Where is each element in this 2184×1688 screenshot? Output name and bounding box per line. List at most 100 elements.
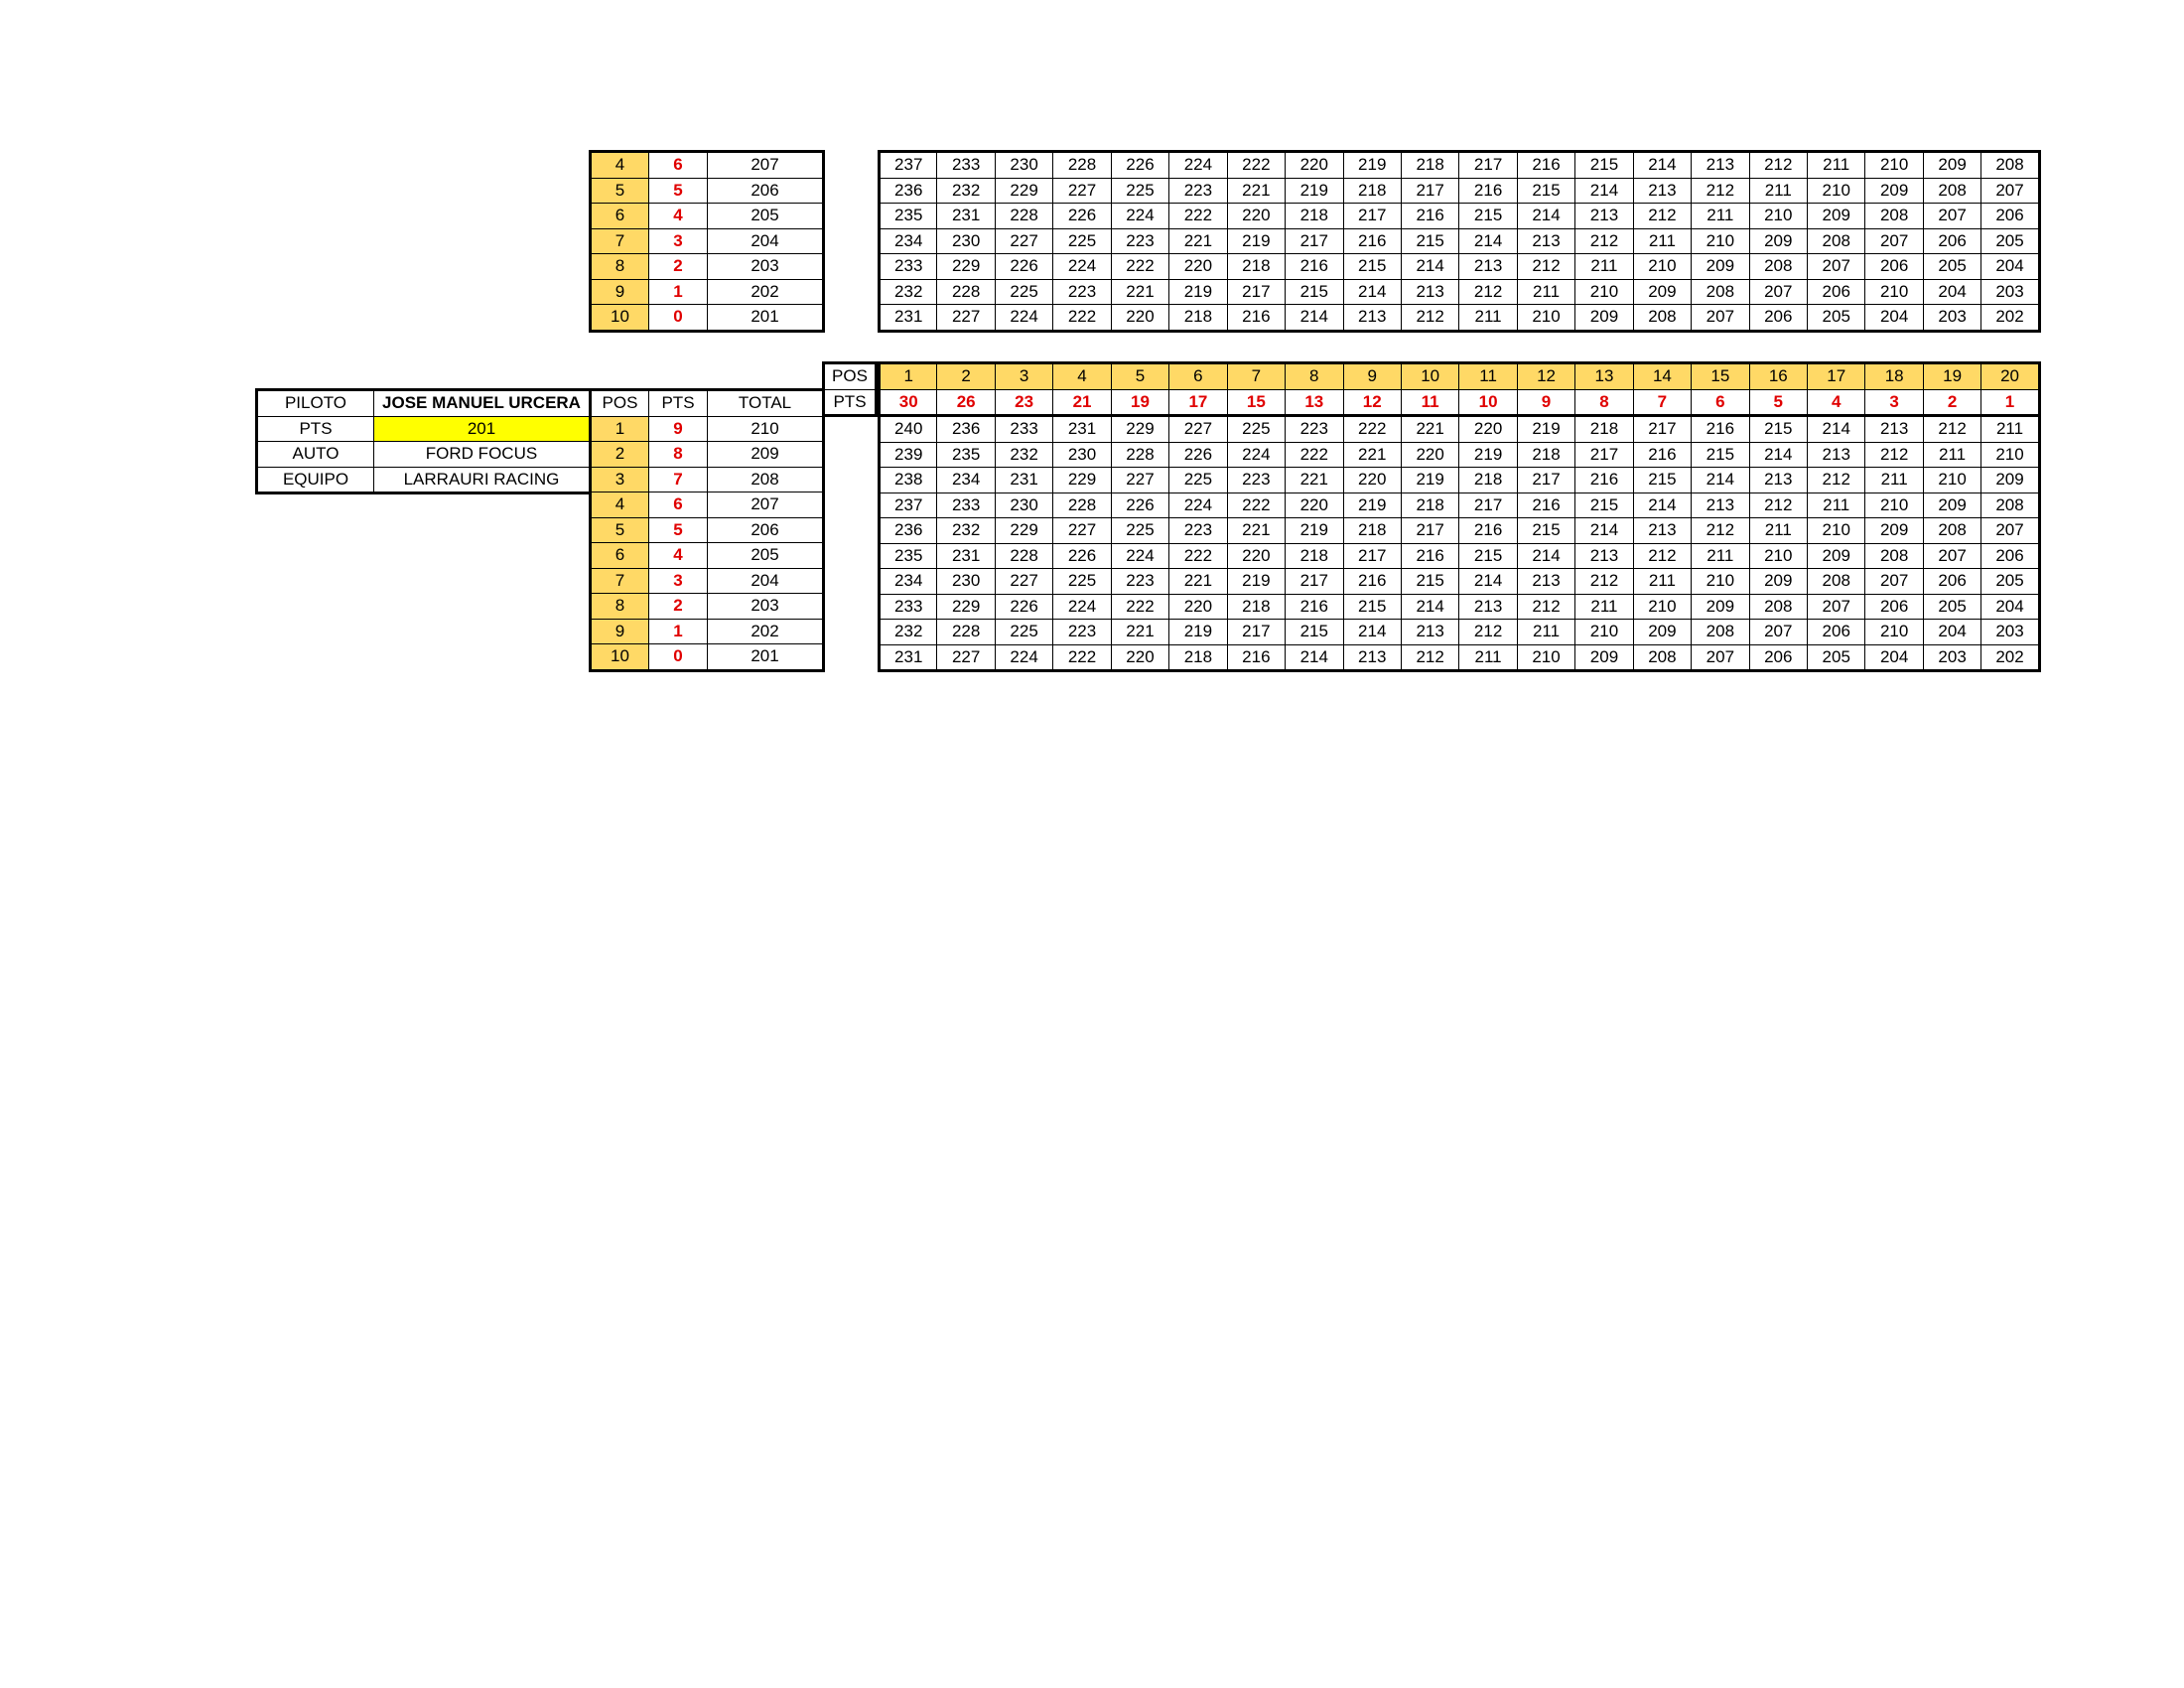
race-points-cell: 19 — [1110, 388, 1170, 416]
grid-cell: 225 — [994, 619, 1054, 645]
grid-cell: 222 — [1052, 304, 1112, 332]
grid-cell: 208 — [1864, 542, 1924, 569]
grid-cell: 215 — [1400, 568, 1460, 595]
grid-cell: 216 — [1226, 304, 1287, 332]
pts-label: PTS — [256, 415, 374, 442]
grid-cell: 206 — [1864, 593, 1924, 620]
grid-cell: 210 — [1516, 304, 1576, 332]
grid-cell: 213 — [1458, 253, 1518, 280]
grid-cell: 230 — [936, 568, 996, 595]
grid-cell: 206 — [1806, 278, 1866, 305]
grid-cell: 224 — [1052, 593, 1112, 620]
grid-cell: 206 — [1748, 643, 1809, 671]
grid-cell: 214 — [1691, 467, 1750, 493]
grid-cell: 235 — [878, 542, 938, 569]
pts-value[interactable]: 201 — [373, 415, 591, 442]
grid-cell: 213 — [1632, 517, 1693, 544]
points-cell: 2 — [648, 593, 708, 620]
grid-cell: 209 — [1806, 203, 1866, 229]
grid-cell: 228 — [994, 203, 1054, 229]
grid-cell: 204 — [1864, 304, 1924, 332]
grid-cell: 213 — [1748, 467, 1809, 493]
position-cell: 6 — [590, 542, 649, 569]
grid-cell: 218 — [1400, 492, 1460, 518]
grid-cell: 216 — [1400, 542, 1460, 569]
grid-cell: 211 — [1632, 227, 1693, 254]
grid-cell: 226 — [1052, 542, 1112, 569]
grid-cell: 226 — [994, 253, 1054, 280]
points-cell: 2 — [648, 253, 708, 280]
grid-cell: 213 — [1342, 643, 1402, 671]
grid-cell: 204 — [1864, 643, 1924, 671]
grid-cell: 212 — [1632, 203, 1693, 229]
grid-cell: 206 — [1806, 619, 1866, 645]
grid-cell: 204 — [1922, 619, 1982, 645]
grid-cell: 214 — [1400, 253, 1460, 280]
grid-cell: 218 — [1342, 177, 1402, 204]
grid-cell: 207 — [1922, 542, 1982, 569]
grid-cell: 213 — [1806, 441, 1866, 468]
grid-cell: 232 — [994, 441, 1054, 468]
position-cell: 6 — [590, 203, 649, 229]
grid-cell: 216 — [1226, 643, 1287, 671]
grid-cell: 226 — [1052, 203, 1112, 229]
grid-cell: 210 — [1691, 227, 1750, 254]
driver-info-table: PILOTO JOSE MANUEL URCERA PTS 201 AUTO F… — [255, 388, 592, 494]
grid-cell: 211 — [1980, 415, 2040, 443]
auto-row: AUTO FORD FOCUS — [256, 441, 591, 468]
grid-cell: 217 — [1458, 492, 1518, 518]
race-position-cell: 19 — [1922, 362, 1982, 390]
grid-cell: 225 — [1110, 177, 1170, 204]
equipo-value[interactable]: LARRAURI RACING — [373, 466, 591, 493]
grid-cell: 227 — [1168, 415, 1228, 443]
total-cell: 208 — [707, 466, 824, 492]
position-cell: 4 — [590, 151, 649, 179]
grid-cell: 222 — [1110, 593, 1170, 620]
grid-cell: 207 — [1691, 643, 1750, 671]
grid-cell: 209 — [1632, 278, 1693, 305]
grid-cell: 206 — [1980, 203, 2040, 229]
grid-cell: 219 — [1226, 568, 1287, 595]
grid-cell: 236 — [878, 177, 938, 204]
grid-cell: 221 — [1110, 278, 1170, 305]
grid-cell: 220 — [1226, 542, 1287, 569]
grid-cell: 205 — [1980, 227, 2040, 254]
grid-cell: 220 — [1285, 492, 1344, 518]
grid-cell: 209 — [1864, 517, 1924, 544]
total-cell: 202 — [707, 618, 824, 644]
grid-cell: 212 — [1516, 593, 1576, 620]
grid-cell: 213 — [1574, 203, 1634, 229]
grid-cell: 218 — [1516, 441, 1576, 468]
grid-cell: 211 — [1632, 568, 1693, 595]
piloto-row: PILOTO JOSE MANUEL URCERA — [256, 389, 591, 417]
grid-cell: 207 — [1806, 253, 1866, 280]
grid-cell: 207 — [1748, 619, 1809, 645]
grid-cell: 224 — [1226, 441, 1287, 468]
grid-cell: 210 — [1806, 177, 1866, 204]
grid-cell: 207 — [1922, 203, 1982, 229]
race-position-cell: 10 — [1400, 362, 1460, 390]
grid-cell: 210 — [1632, 593, 1693, 620]
race-points-cell: 12 — [1342, 388, 1402, 416]
grid-cell: 213 — [1458, 593, 1518, 620]
grid-cell: 229 — [994, 177, 1054, 204]
grid-cell: 214 — [1516, 203, 1576, 229]
grid-cell: 215 — [1516, 517, 1576, 544]
points-cell: 0 — [648, 304, 708, 332]
pts-header: PTS — [648, 389, 708, 417]
grid-cell: 203 — [1980, 619, 2040, 645]
piloto-value[interactable]: JOSE MANUEL URCERA — [373, 389, 591, 417]
total-cell: 210 — [707, 415, 824, 442]
grid-cell: 217 — [1342, 542, 1402, 569]
grid-cell: 218 — [1285, 203, 1344, 229]
grid-cell: 207 — [1748, 278, 1809, 305]
race-points-cell: 9 — [1516, 388, 1576, 416]
grid-cell: 217 — [1574, 441, 1634, 468]
grid-cell: 217 — [1516, 467, 1576, 493]
auto-value[interactable]: FORD FOCUS — [373, 441, 591, 468]
grid-cell: 214 — [1458, 227, 1518, 254]
grid-cell: 215 — [1285, 278, 1344, 305]
race-position-cell: 16 — [1748, 362, 1809, 390]
